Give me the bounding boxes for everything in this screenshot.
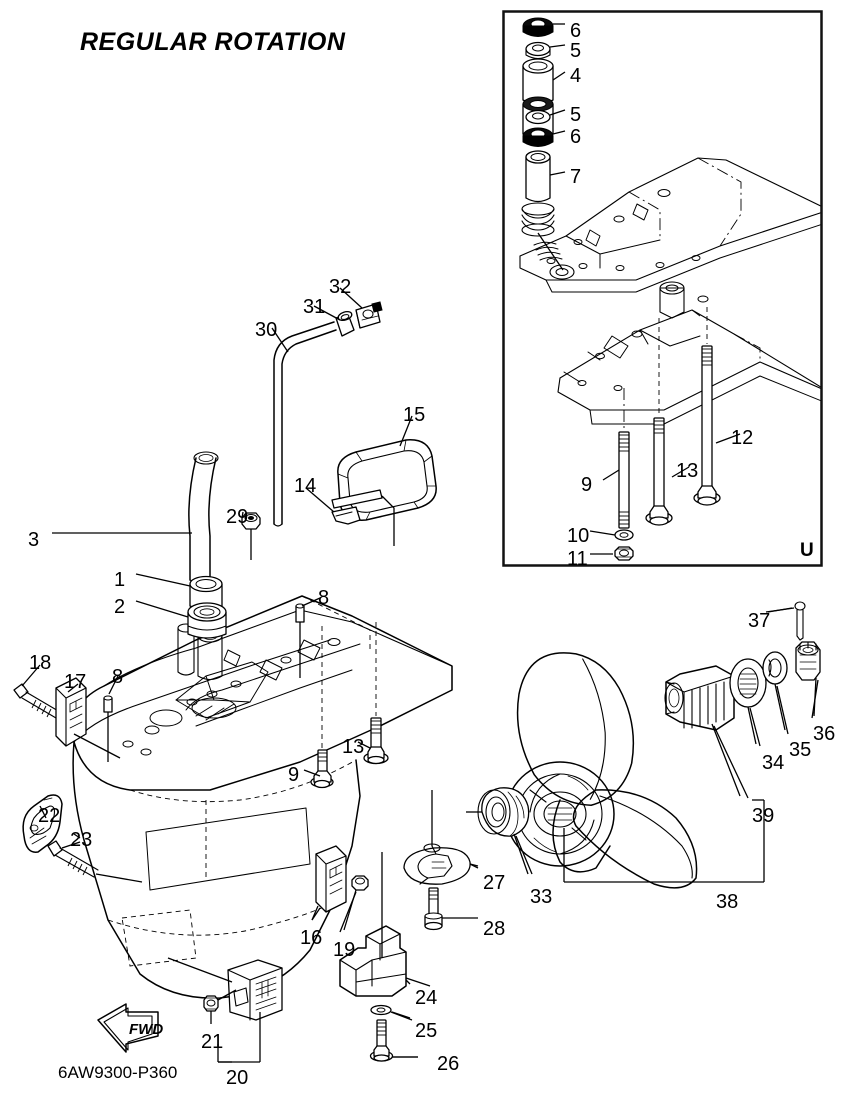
inset-assembly-detail — [519, 17, 821, 561]
svg-text:FWD: FWD — [129, 1021, 163, 1038]
callout-bracket-nut: 21 — [201, 1031, 224, 1053]
callout-bolt-medium: 13 — [676, 460, 699, 482]
callout-grommet: 29 — [226, 506, 249, 528]
callout-dowel-pin-upper: 8 — [318, 587, 330, 609]
inset-marker-label: U — [800, 540, 814, 561]
part-20-bracket — [167, 957, 283, 1063]
part-8-dowel-pin-lower — [103, 695, 113, 762]
part-37-cotter-pin — [767, 601, 806, 641]
callout-collar: 7 — [570, 166, 582, 188]
part-28-screw — [424, 887, 443, 931]
callout-prop-nut: 36 — [813, 723, 836, 745]
callout-cotter-pin: 37 — [748, 610, 771, 632]
part-35-washer — [762, 651, 788, 685]
part-30-tube — [273, 321, 337, 527]
callout-bushing: 1 — [114, 569, 126, 591]
part-27-round-anode — [403, 790, 479, 885]
callout-skeg-washer: 25 — [415, 1020, 438, 1042]
part-31-joint — [335, 310, 355, 337]
callout-trim-tab: 22 — [38, 805, 61, 827]
part-19-nut — [343, 875, 369, 931]
callout-bolt-13-main: 13 — [342, 736, 365, 758]
callout-clip: 14 — [294, 475, 317, 497]
gearcase-body — [71, 595, 453, 999]
part-9-bolt-main — [310, 626, 334, 789]
part-14-clip — [331, 489, 395, 546]
page-title: REGULAR ROTATION — [80, 28, 346, 56]
part-21-nut — [203, 989, 237, 1024]
inset-upper-mount-plate — [519, 157, 821, 293]
callout-tube-fitting: 32 — [329, 276, 352, 298]
part-32-fitting — [355, 301, 383, 329]
callout-washer-prop: 35 — [789, 739, 812, 761]
callout-skeg-guard: 24 — [415, 987, 438, 1009]
callout-washer-upper: 5 — [570, 40, 582, 62]
callout-thrust-hub: 33 — [530, 886, 553, 908]
callout-spacer: 34 — [762, 752, 785, 774]
part-13-bolt-main — [363, 622, 389, 765]
callout-water-tube: 3 — [28, 529, 40, 551]
callout-spline-bushing: 39 — [752, 805, 775, 827]
inset-part-stack — [521, 17, 564, 271]
callout-washer: 10 — [567, 525, 590, 547]
part-2-seal-housing — [187, 602, 227, 639]
part-3-water-tube — [188, 451, 219, 584]
inset-spring — [521, 202, 555, 237]
inset-lower-mount-plate — [557, 281, 821, 425]
callout-dowel-pin-lower: 8 — [112, 666, 124, 688]
inset-leader-lines — [549, 23, 741, 555]
callout-anode-screw: 28 — [483, 918, 506, 940]
callout-trim-tab-bolt: 23 — [70, 829, 93, 851]
part-39-spline-bushing — [664, 665, 741, 797]
callout-anode-lower: 16 — [300, 927, 323, 949]
part-36-prop-nut — [795, 641, 821, 717]
callout-anode-bolt: 18 — [29, 652, 52, 674]
callout-trim-anode: 27 — [483, 872, 506, 894]
callout-exhaust-gasket: 15 — [403, 404, 426, 426]
callout-sleeve: 4 — [570, 65, 582, 87]
callout-nut: 11 — [567, 548, 588, 570]
part-25-washer — [370, 1004, 413, 1021]
part-17-anode — [55, 677, 121, 759]
callout-anode-nut: 19 — [333, 939, 356, 961]
fwd-arrow: FWD — [97, 1003, 163, 1053]
callout-speedometer-tube: 30 — [255, 319, 278, 341]
part-26-bolt — [369, 1019, 418, 1062]
callout-seal-housing: 2 — [114, 596, 126, 618]
part-number-caption: 6AW9300-P360 — [58, 1063, 178, 1082]
inset-fasteners — [614, 307, 721, 561]
callout-stud-bolt: 9 — [581, 474, 593, 496]
callout-mount-upper: 6 — [570, 20, 582, 42]
callout-mount-lower: 6 — [570, 126, 582, 148]
callout-bracket-assembly: 20 — [226, 1067, 249, 1089]
deck-detail — [122, 623, 361, 756]
part-33-thrust-hub — [466, 787, 530, 875]
callout-washer-lower: 5 — [570, 104, 582, 126]
part-23-bolt — [47, 833, 143, 883]
callout-tube-joint: 31 — [303, 296, 326, 318]
part-24-skeg-guard — [339, 852, 431, 997]
part-22-trim-tab — [22, 794, 63, 853]
part-18-bolt — [13, 683, 61, 719]
part-29-grommet — [241, 512, 261, 560]
callout-propeller-set: 38 — [716, 891, 739, 913]
callout-bolt-9-main: 9 — [288, 764, 300, 786]
part-8-dowel-pin-upper — [295, 603, 305, 678]
callout-skeg-bolt: 26 — [437, 1053, 460, 1075]
callout-bolt-long: 12 — [731, 427, 754, 449]
main-leader-lines — [21, 287, 819, 1063]
part-16-anode — [311, 845, 347, 921]
callout-anode-upper: 17 — [64, 671, 87, 693]
part-34-spacer — [729, 658, 767, 745]
